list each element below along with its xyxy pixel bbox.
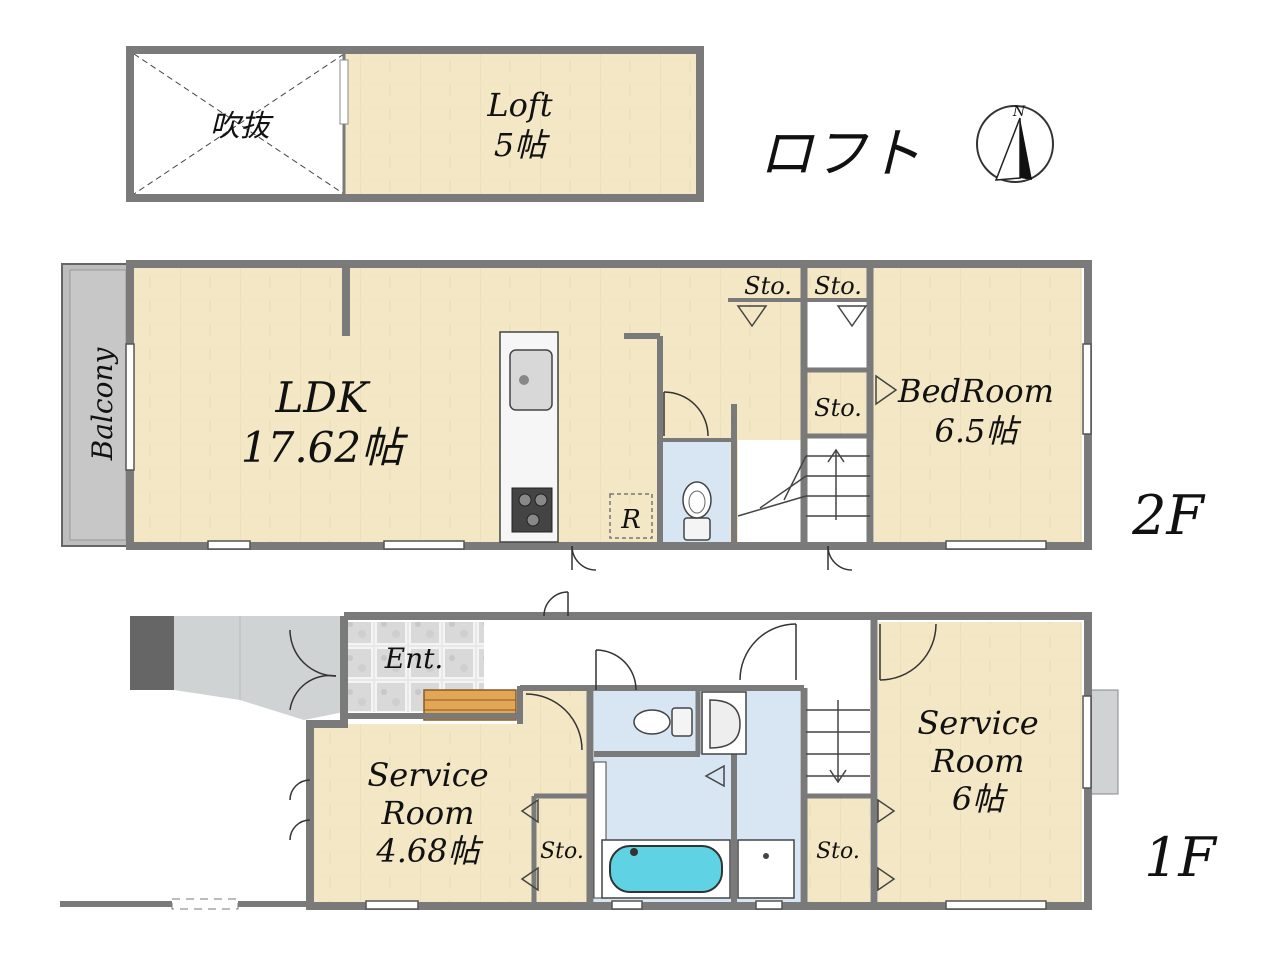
approach [174, 616, 344, 720]
kitchen-counter [499, 331, 559, 543]
service2-name: Service [917, 704, 1038, 742]
windows-2f [125, 343, 1092, 550]
wash-basin-icon [701, 691, 747, 755]
entrance-label: Ent. [384, 642, 444, 675]
loft-floor: 吹抜 Loft 5帖 ロフト [126, 46, 921, 202]
gate-post [130, 616, 174, 690]
sto-label-1: Sto. [744, 272, 792, 300]
service2-size: 6帖 [952, 780, 1008, 818]
service1-room: Room [381, 794, 475, 832]
windows-1f [365, 695, 1092, 910]
compass-needle-right [1020, 118, 1032, 180]
loft-wall [126, 46, 704, 202]
bedroom [870, 268, 1082, 542]
ldk-size: 17.62帖 [241, 423, 408, 472]
service1-size: 4.68帖 [375, 832, 483, 870]
service-room-2 [878, 622, 1082, 902]
bathtub-icon [593, 761, 731, 899]
second-floor: Balcony [61, 260, 1206, 571]
service-room-1 [312, 724, 538, 902]
fridge-label: R [620, 505, 641, 535]
sto-label-5: Sto. [816, 839, 860, 864]
storage-1 [538, 796, 588, 902]
stair-treads-1f [806, 700, 870, 784]
doors-1f [289, 591, 937, 841]
floor-1f-label: 1F [1144, 826, 1218, 889]
ldk-name: LDK [275, 373, 372, 422]
void-label: 吹抜 [210, 109, 274, 144]
balcony-label: Balcony [86, 347, 119, 462]
floor-2f-label: 2F [1131, 484, 1206, 547]
loft-size: 5帖 [494, 126, 550, 164]
compass: N [976, 104, 1054, 183]
toilet-icon-1f [633, 707, 693, 737]
sink-icon [509, 349, 553, 411]
bedroom-size: 6.5帖 [935, 412, 1022, 450]
sto-label-4: Sto. [540, 839, 584, 864]
compass-north-label: N [1012, 104, 1026, 120]
service2-room: Room [931, 742, 1025, 780]
loft-name: Loft [486, 86, 552, 124]
toilet-icon [682, 481, 712, 541]
fridge-space [609, 493, 653, 539]
bedroom-name: BedRoom [897, 372, 1054, 410]
sto-label-2: Sto. [814, 272, 862, 300]
storage-2 [806, 796, 870, 902]
exterior-unit [1087, 689, 1119, 795]
loft-room [344, 54, 696, 194]
washer-space [737, 839, 795, 899]
loft-floor-label: ロフト [759, 122, 921, 185]
stair-treads-2f [737, 448, 870, 520]
service1-name: Service [367, 756, 488, 794]
first-floor: Ent. Service Room 4.68帖 Sto. Sto. Servic… [60, 591, 1218, 910]
sto-label-3: Sto. [814, 394, 862, 422]
